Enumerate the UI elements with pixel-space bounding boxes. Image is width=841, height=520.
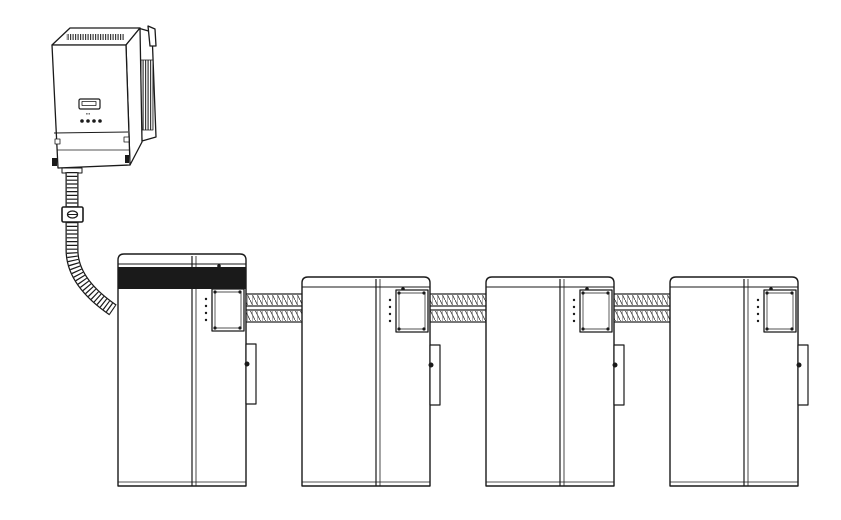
conduit-icon — [609, 293, 673, 323]
battery-stack — [117, 253, 809, 487]
status-led — [388, 305, 392, 309]
status-led — [204, 297, 208, 301]
master-band — [118, 267, 246, 289]
battery-links — [241, 293, 673, 323]
side-bracket — [429, 344, 441, 406]
battery-module-3 — [485, 276, 625, 487]
side-bracket — [797, 344, 809, 406]
status-led — [572, 312, 576, 316]
side-bracket — [613, 344, 625, 406]
connection-panel — [763, 289, 797, 333]
inverter-icon: ▪▪▪ — [51, 25, 157, 174]
connection-panel — [579, 289, 613, 333]
status-led — [388, 298, 392, 302]
connection-panel — [211, 288, 245, 332]
side-bracket — [245, 343, 257, 405]
status-led — [756, 319, 760, 323]
connection-panel — [395, 289, 429, 333]
status-led — [204, 304, 208, 308]
battery-module-4 — [669, 276, 809, 487]
status-led — [388, 319, 392, 323]
battery-module-2 — [301, 276, 441, 487]
conduit-icon — [241, 293, 305, 323]
shield-icon — [61, 206, 84, 223]
status-led — [572, 305, 576, 309]
status-led — [572, 298, 576, 302]
battery-module-1 — [117, 253, 257, 487]
status-led — [388, 312, 392, 316]
status-led — [572, 319, 576, 323]
svg-text:▪▪▪: ▪▪▪ — [86, 111, 91, 116]
conduit-icon — [65, 172, 117, 316]
status-led — [756, 298, 760, 302]
status-led — [756, 305, 760, 309]
status-led — [204, 311, 208, 315]
status-led — [756, 312, 760, 316]
status-led — [204, 318, 208, 322]
conduit-icon — [425, 293, 489, 323]
